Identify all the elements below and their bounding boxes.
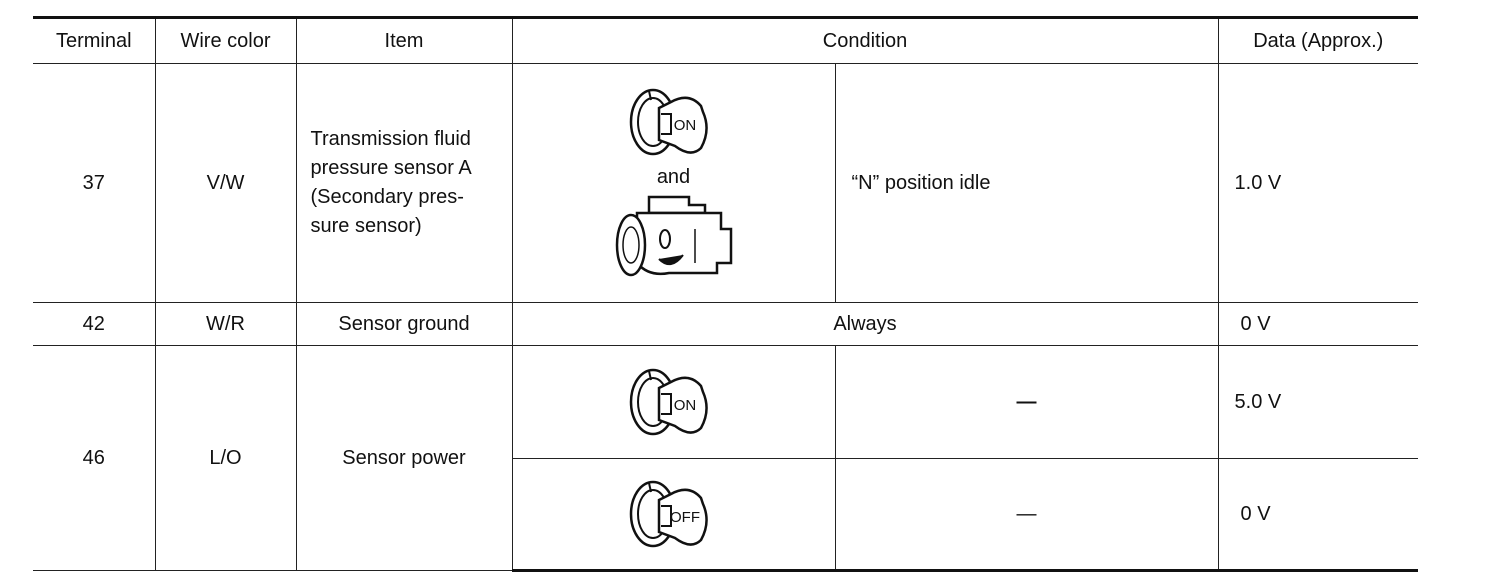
condition-cell: “N” position idle: [834, 63, 1219, 303]
condition-cell: —: [834, 345, 1219, 459]
table-row: OFF — 0 V: [33, 458, 1419, 572]
icon-joiner-text: and: [656, 165, 691, 188]
terminal-cell: 37: [33, 63, 156, 303]
item-line: sure sensor): [310, 215, 422, 237]
header-row: Terminal Wire color Item Condition Data …: [33, 16, 1419, 64]
data-cell: 0 V: [1217, 458, 1419, 572]
wire-color-cell: V/W: [154, 63, 297, 303]
key-on-label: ON: [673, 117, 696, 134]
table-row: 37 V/W Transmission fluid pressure senso…: [33, 63, 1419, 303]
data-cell: 1.0 V: [1217, 63, 1419, 303]
item-line: Transmission fluid: [310, 128, 471, 150]
item-cell: Sensor power: [295, 345, 513, 571]
item-line: pressure sensor A: [310, 157, 472, 179]
ignition-key-off-icon: OFF: [629, 480, 708, 548]
ignition-key-on-icon: ON: [629, 368, 708, 436]
condition-icons-cell: OFF: [512, 458, 836, 572]
table-row: 46 L/O Sensor power ON — 5.0 V: [33, 345, 1419, 571]
condition-cell: —: [834, 458, 1219, 572]
ignition-key-on-icon: ON: [629, 88, 708, 155]
header-wire-color: Wire color: [154, 16, 297, 64]
condition-cell: Always: [511, 302, 1219, 346]
header-terminal: Terminal: [33, 16, 156, 64]
condition-icons-cell: ON and: [511, 63, 836, 303]
engine-running-icon: [615, 195, 732, 276]
table-row: 42 W/R Sensor ground Always 0 V: [33, 302, 1419, 346]
header-data: Data (Approx.): [1217, 16, 1419, 64]
terminal-cell: 46: [33, 345, 156, 571]
wire-color-cell: W/R: [154, 302, 297, 346]
header-item: Item: [295, 16, 513, 64]
terminal-spec-table: Terminal Wire color Item Condition Data …: [33, 16, 1419, 572]
condition-icons-cell: ON: [511, 345, 836, 459]
data-cell: 5.0 V: [1217, 345, 1419, 459]
key-off-label: OFF: [670, 509, 700, 526]
data-cell: 0 V: [1217, 302, 1419, 346]
item-line: (Secondary pres-: [310, 186, 464, 208]
item-cell: Transmission fluid pressure sensor A (Se…: [295, 63, 513, 303]
terminal-cell: 42: [33, 302, 156, 346]
item-cell: Sensor ground: [295, 302, 513, 346]
wire-color-cell: L/O: [154, 345, 297, 571]
key-on-label: ON: [673, 397, 696, 414]
header-condition: Condition: [511, 16, 1219, 64]
